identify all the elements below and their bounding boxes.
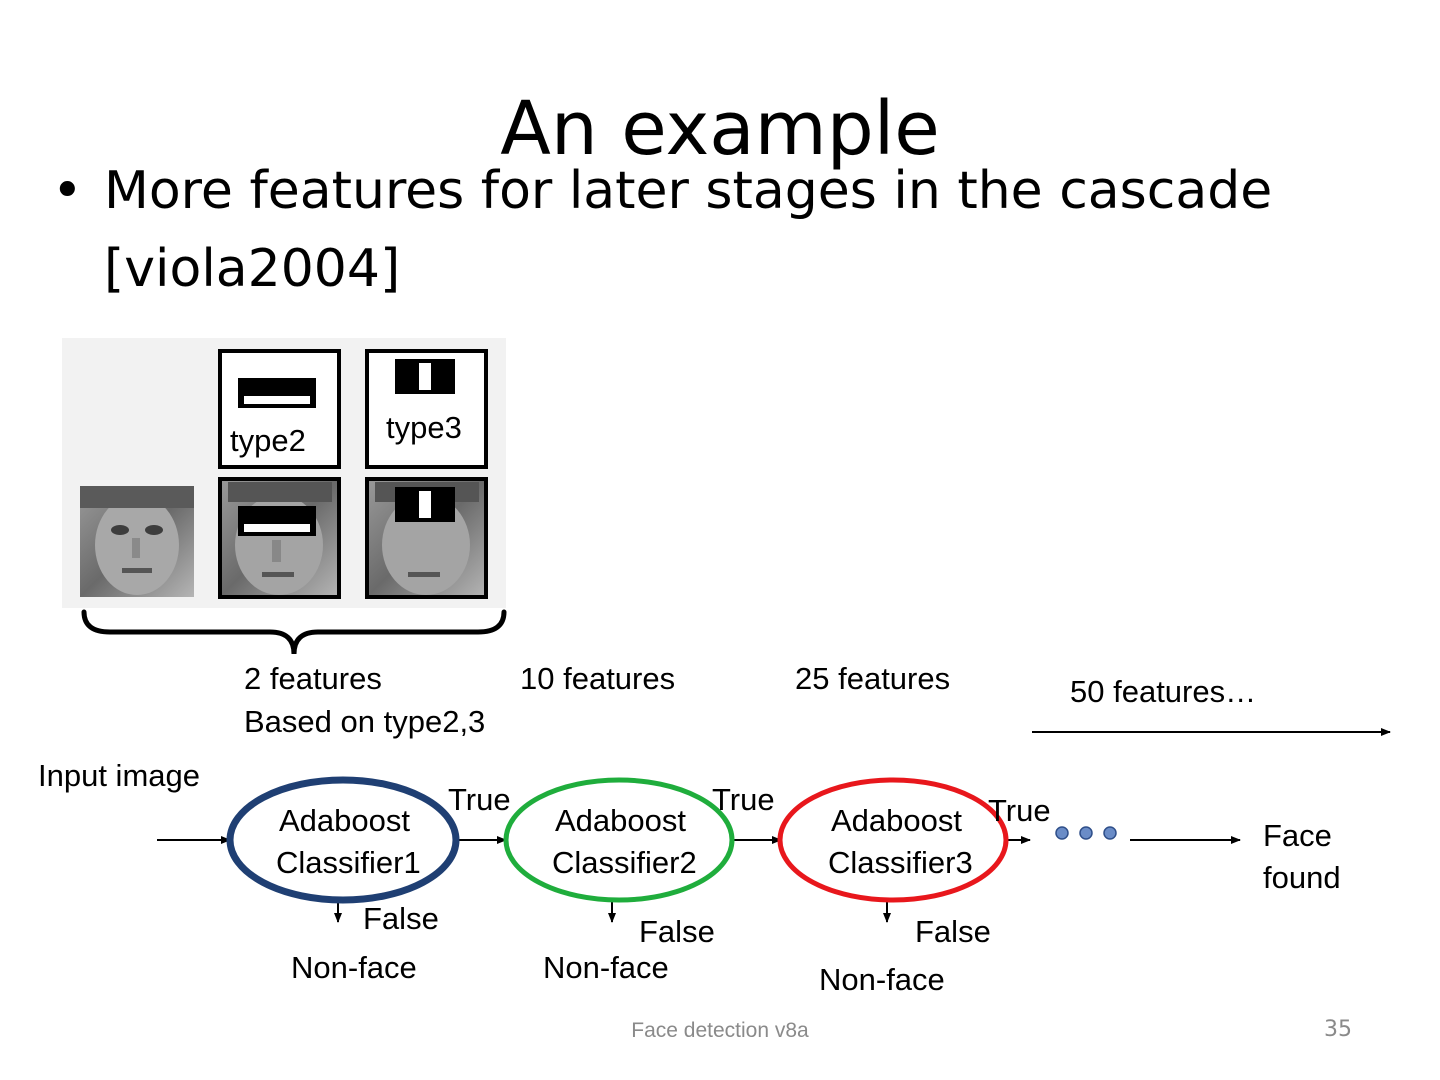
false-label-2: False	[639, 914, 715, 949]
non-face-label-3: Non-face	[819, 962, 945, 997]
slide-title: An example	[500, 86, 940, 172]
classifier2-line2: Classifier2	[552, 845, 697, 880]
classifier3-ring	[777, 777, 1009, 903]
input-image-label: Input image	[38, 758, 200, 793]
face-image-type3-overlay	[365, 477, 488, 599]
face-image-type2-overlay	[218, 477, 341, 599]
classifier1-line1: Adaboost	[279, 803, 410, 838]
false-label-1: False	[363, 901, 439, 936]
face-image-plain	[80, 486, 194, 597]
stage1-feature-basis: Based on type2,3	[244, 704, 486, 739]
classifier1-ring	[226, 776, 460, 904]
true-label-1: True	[448, 782, 511, 817]
later-stage-feature-count: 50 features…	[1070, 674, 1257, 709]
non-face-label-1: Non-face	[291, 950, 417, 985]
true-label-3: True	[988, 793, 1051, 828]
grouping-brace	[81, 609, 507, 655]
continuation-dot	[1103, 826, 1117, 840]
continuation-dot	[1055, 826, 1069, 840]
classifier2-line1: Adaboost	[555, 803, 686, 838]
face-found-line1: Face	[1263, 818, 1332, 853]
type3-label: type3	[386, 410, 462, 445]
haar-feature-figure	[62, 338, 506, 608]
classifier3-line2: Classifier3	[828, 845, 973, 880]
slide-page-number: 35	[1324, 1017, 1352, 1042]
true-label-2: True	[712, 782, 775, 817]
stage2-feature-count: 10 features	[520, 661, 676, 696]
type2-template-box	[218, 349, 341, 469]
slide-footer: Face detection v8a	[631, 1019, 809, 1042]
classifier1-line2: Classifier1	[276, 845, 421, 880]
false-label-3: False	[915, 914, 991, 949]
bullet-marker: •	[52, 161, 83, 221]
face-found-line2: found	[1263, 860, 1341, 895]
bullet-text: More features for later stages in the ca…	[104, 161, 1273, 299]
stage1-feature-count: 2 features	[244, 661, 382, 696]
type3-feature-white-bar	[419, 363, 431, 390]
classifier2-ring	[503, 777, 735, 903]
continuation-dot	[1079, 826, 1093, 840]
classifier3-line1: Adaboost	[831, 803, 962, 838]
stage3-feature-count: 25 features	[795, 661, 951, 696]
non-face-label-2: Non-face	[543, 950, 669, 985]
type2-feature-white-bar	[244, 396, 310, 404]
type2-label: type2	[230, 423, 306, 458]
